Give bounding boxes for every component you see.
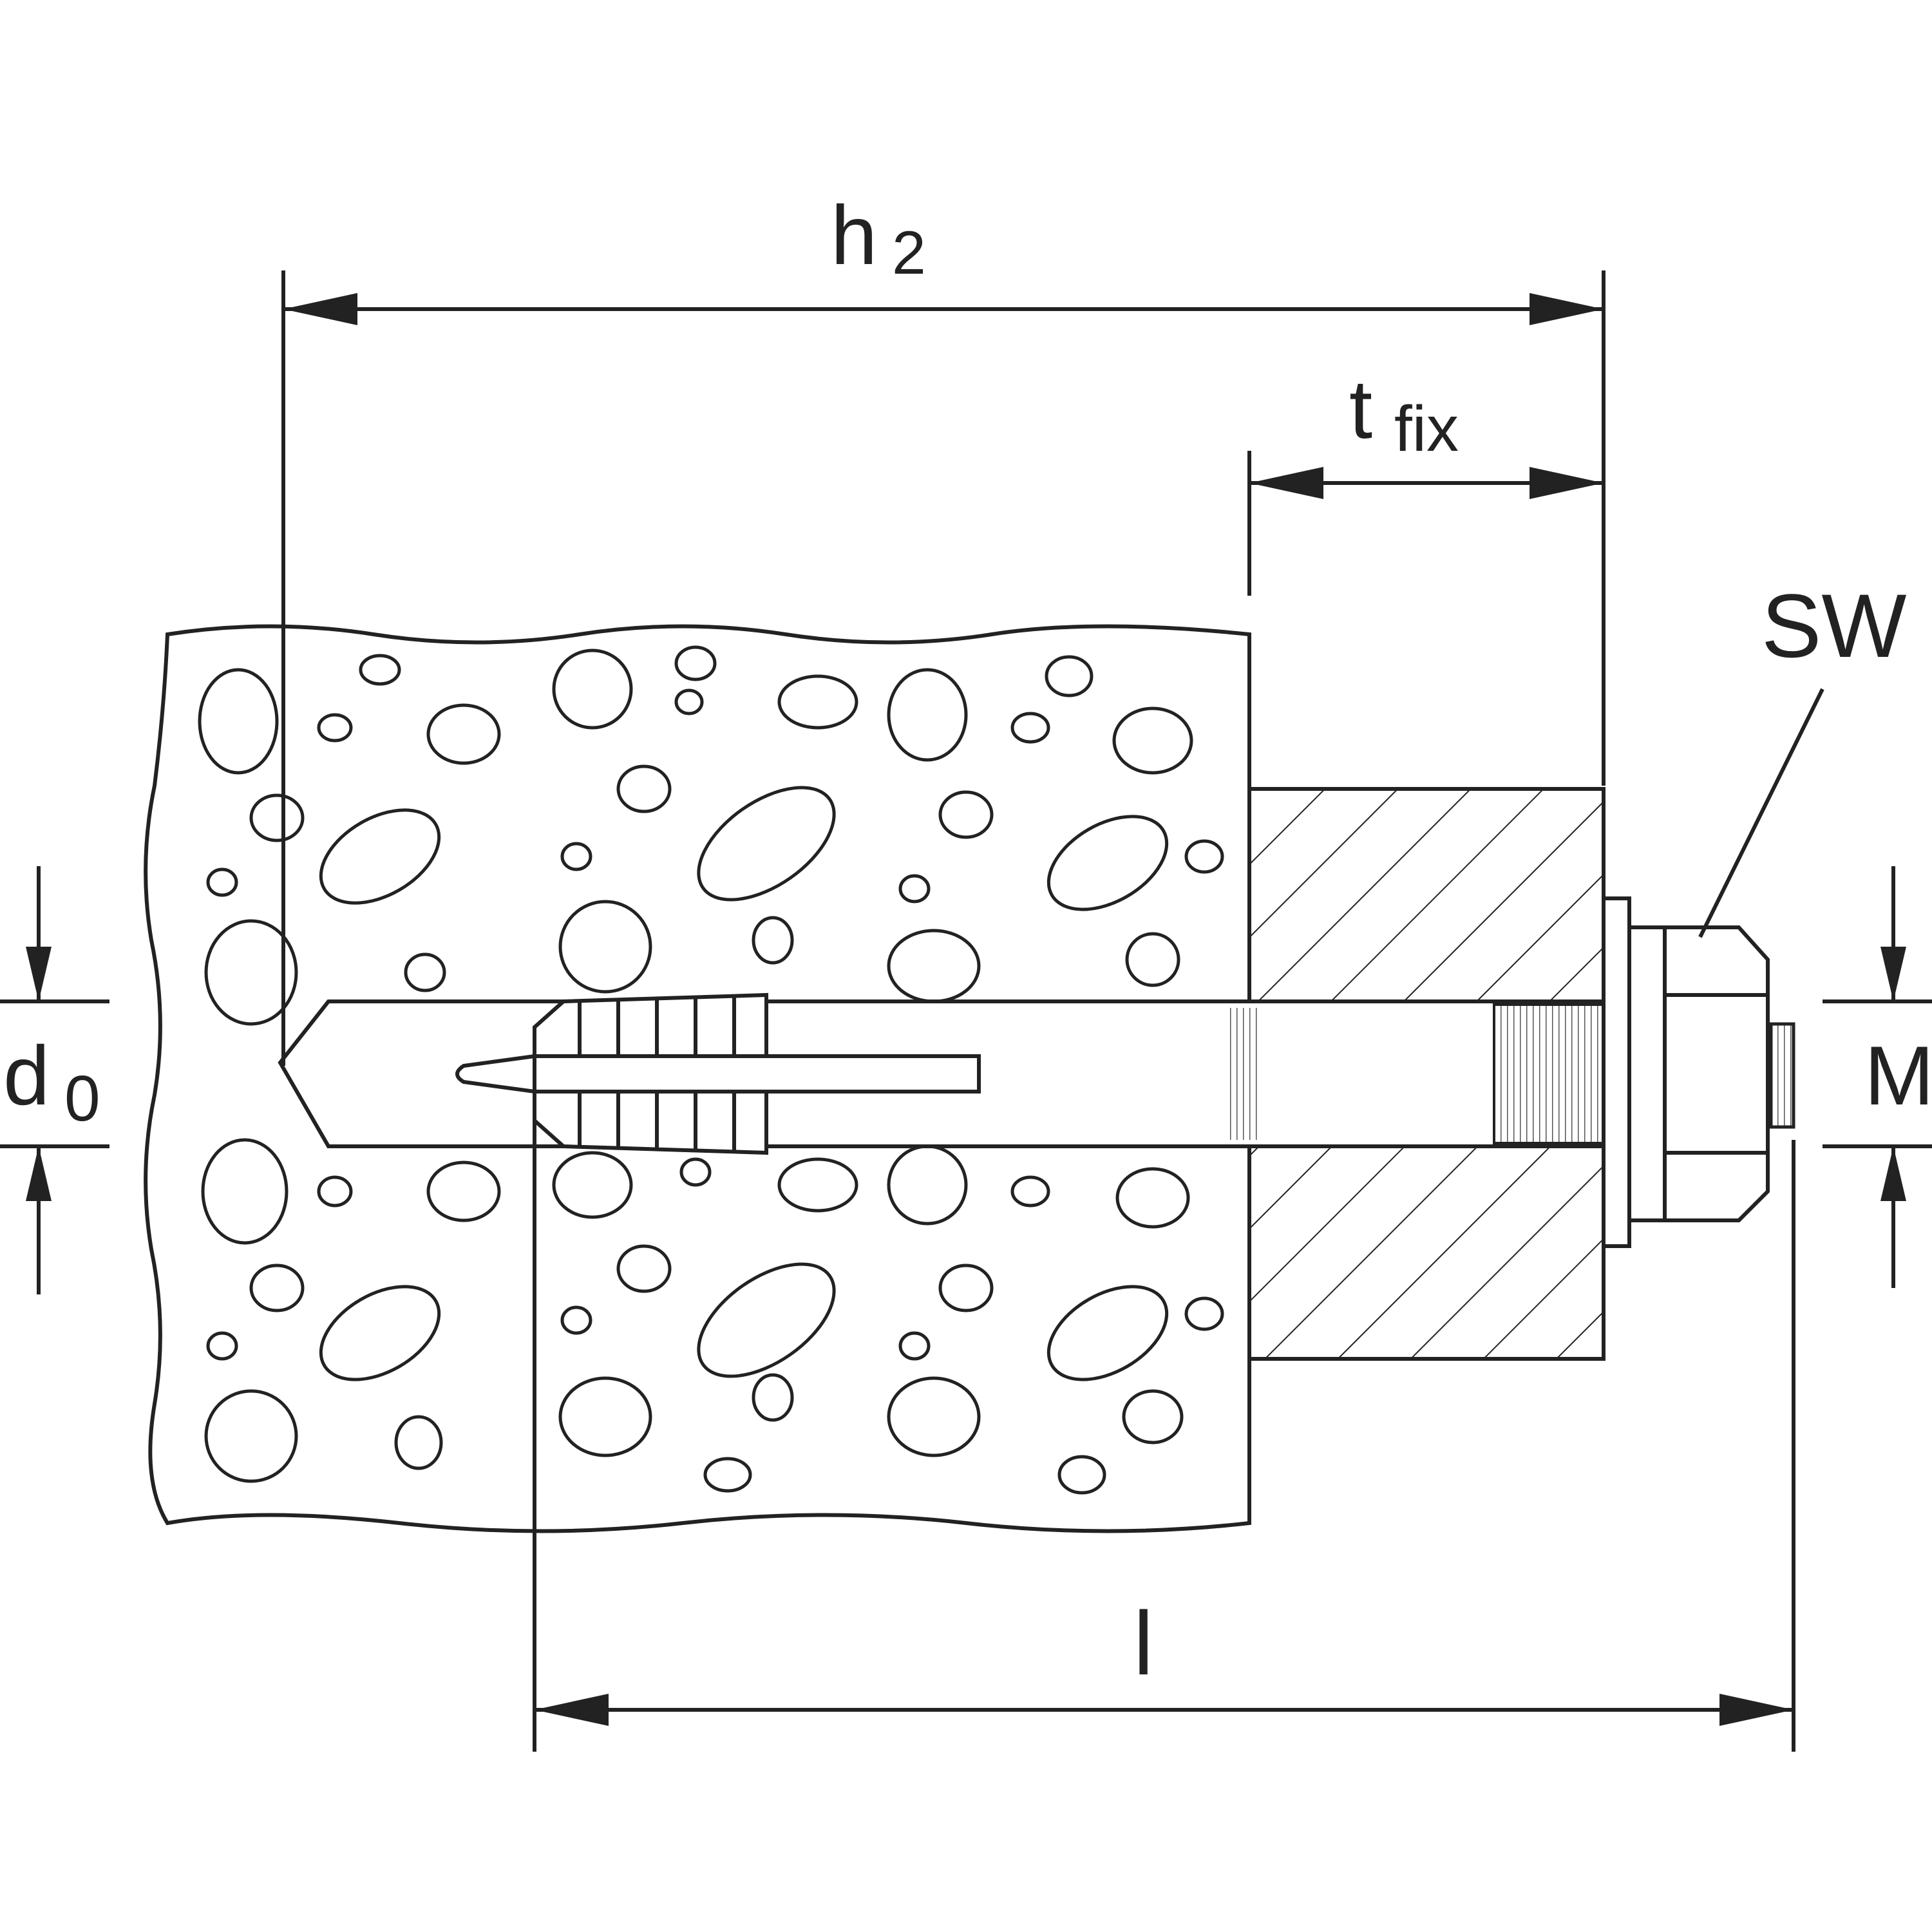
label-d0-sub: 0	[64, 1063, 100, 1135]
aggregate-stones	[198, 645, 1224, 1495]
label-l: l	[1133, 1593, 1153, 1694]
labels: h 2 t fix SW d 0 M l	[3, 188, 1932, 1694]
label-sw: SW	[1761, 575, 1907, 676]
label-tfix-sub: fix	[1394, 393, 1459, 465]
label-h2-sub: 2	[892, 219, 926, 287]
dimension-lines	[0, 270, 1932, 1752]
label-m: M	[1864, 1028, 1932, 1122]
label-d0-main: d	[3, 1028, 50, 1122]
anchor-sleeve	[455, 992, 981, 1155]
washer	[1602, 896, 1631, 1248]
hex-nut	[1627, 925, 1770, 1222]
label-tfix-main: t	[1349, 362, 1372, 456]
label-h2-main: h	[831, 188, 877, 282]
bolt-shaft	[1230, 1003, 1795, 1144]
